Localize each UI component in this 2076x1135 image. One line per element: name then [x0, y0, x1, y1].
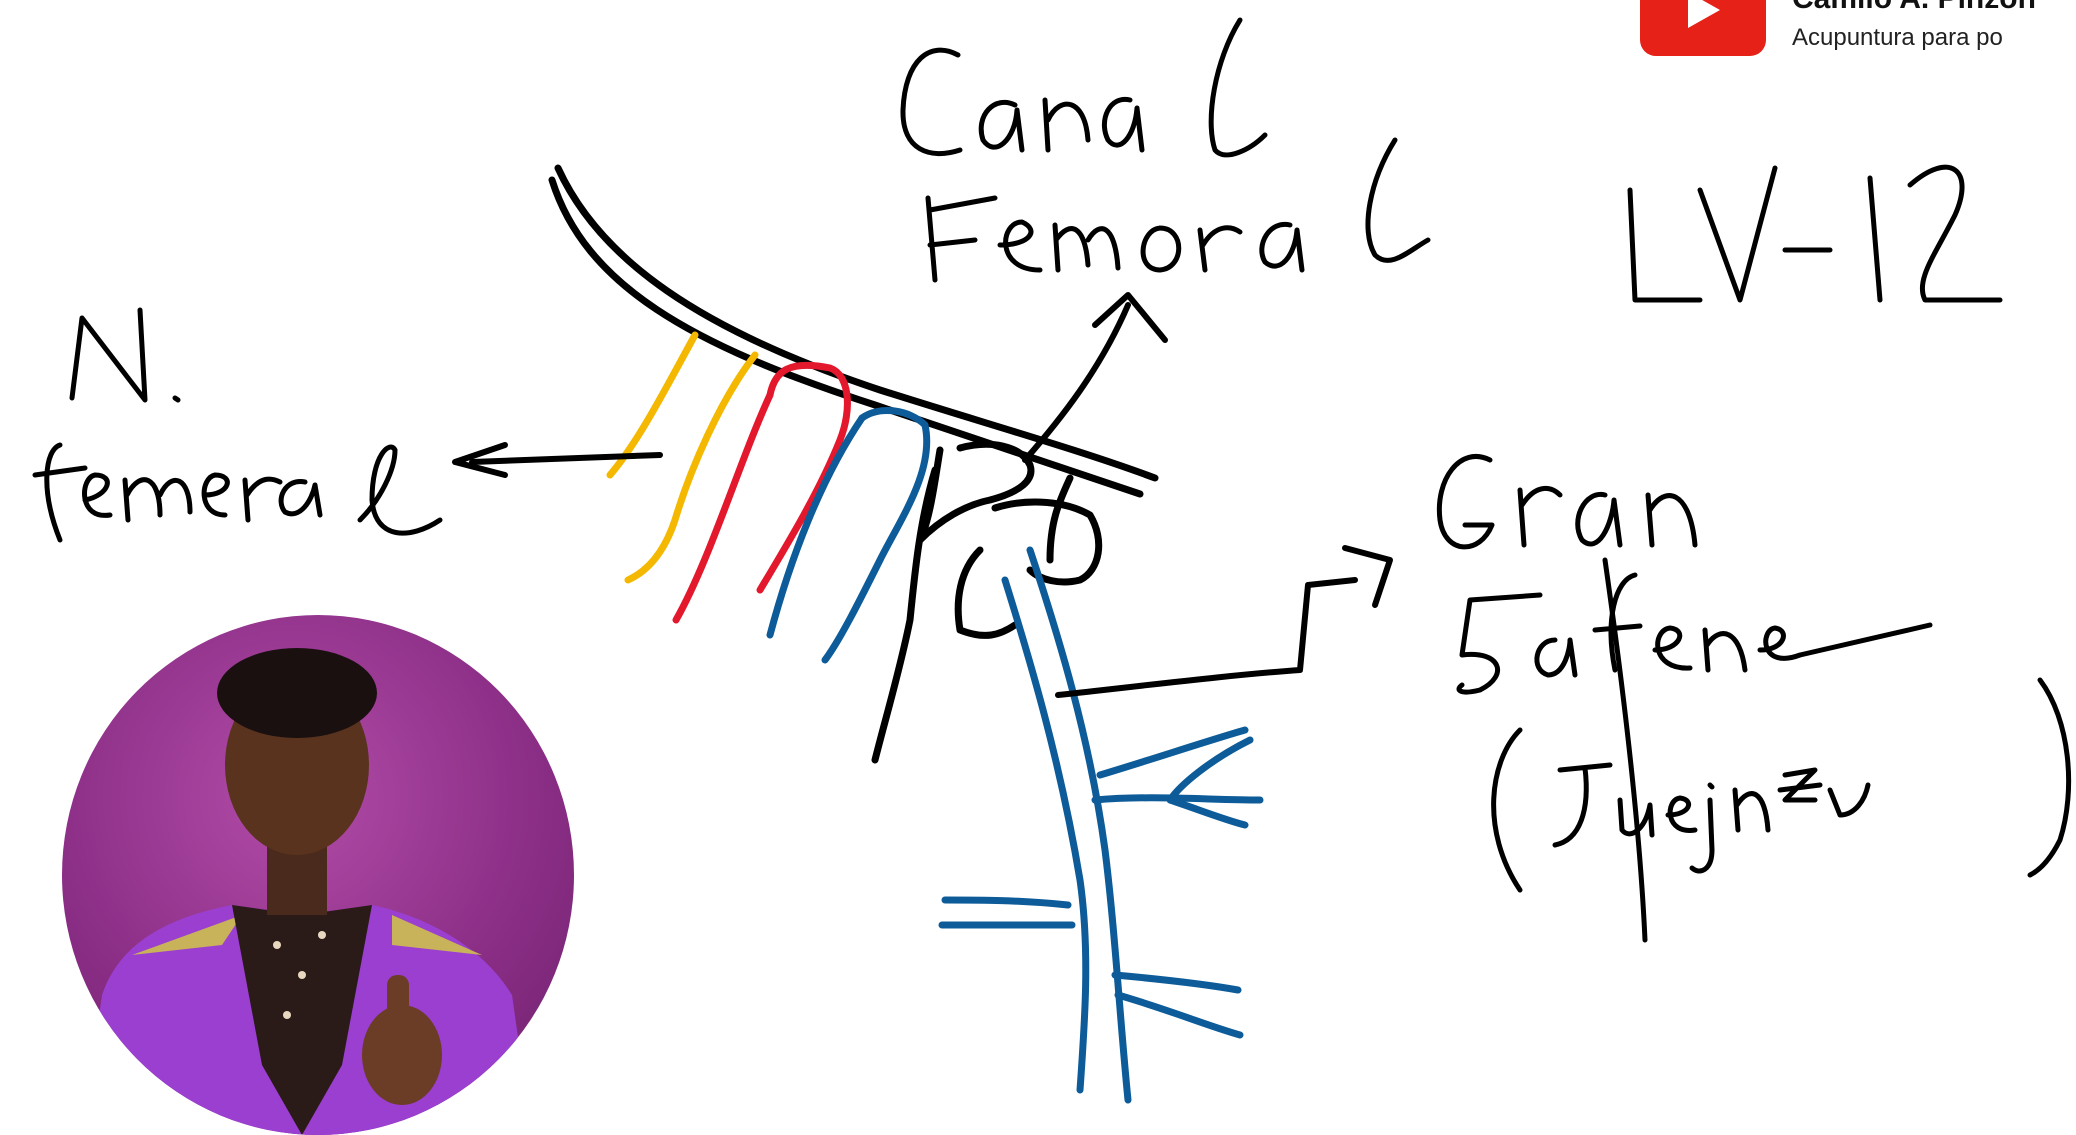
handwriting-gran-safena [1439, 456, 2068, 940]
handwriting-canal-femoral [903, 20, 1428, 280]
person-portrait-icon [62, 615, 574, 1135]
inguinal-ligament [552, 168, 1155, 494]
arrow-to-nerve [472, 455, 660, 462]
femoral-canal [875, 444, 1099, 760]
handwriting-lv12 [1630, 167, 2000, 300]
pointer-arrows [455, 295, 1390, 695]
handwriting-nervio-femoral [35, 310, 440, 540]
